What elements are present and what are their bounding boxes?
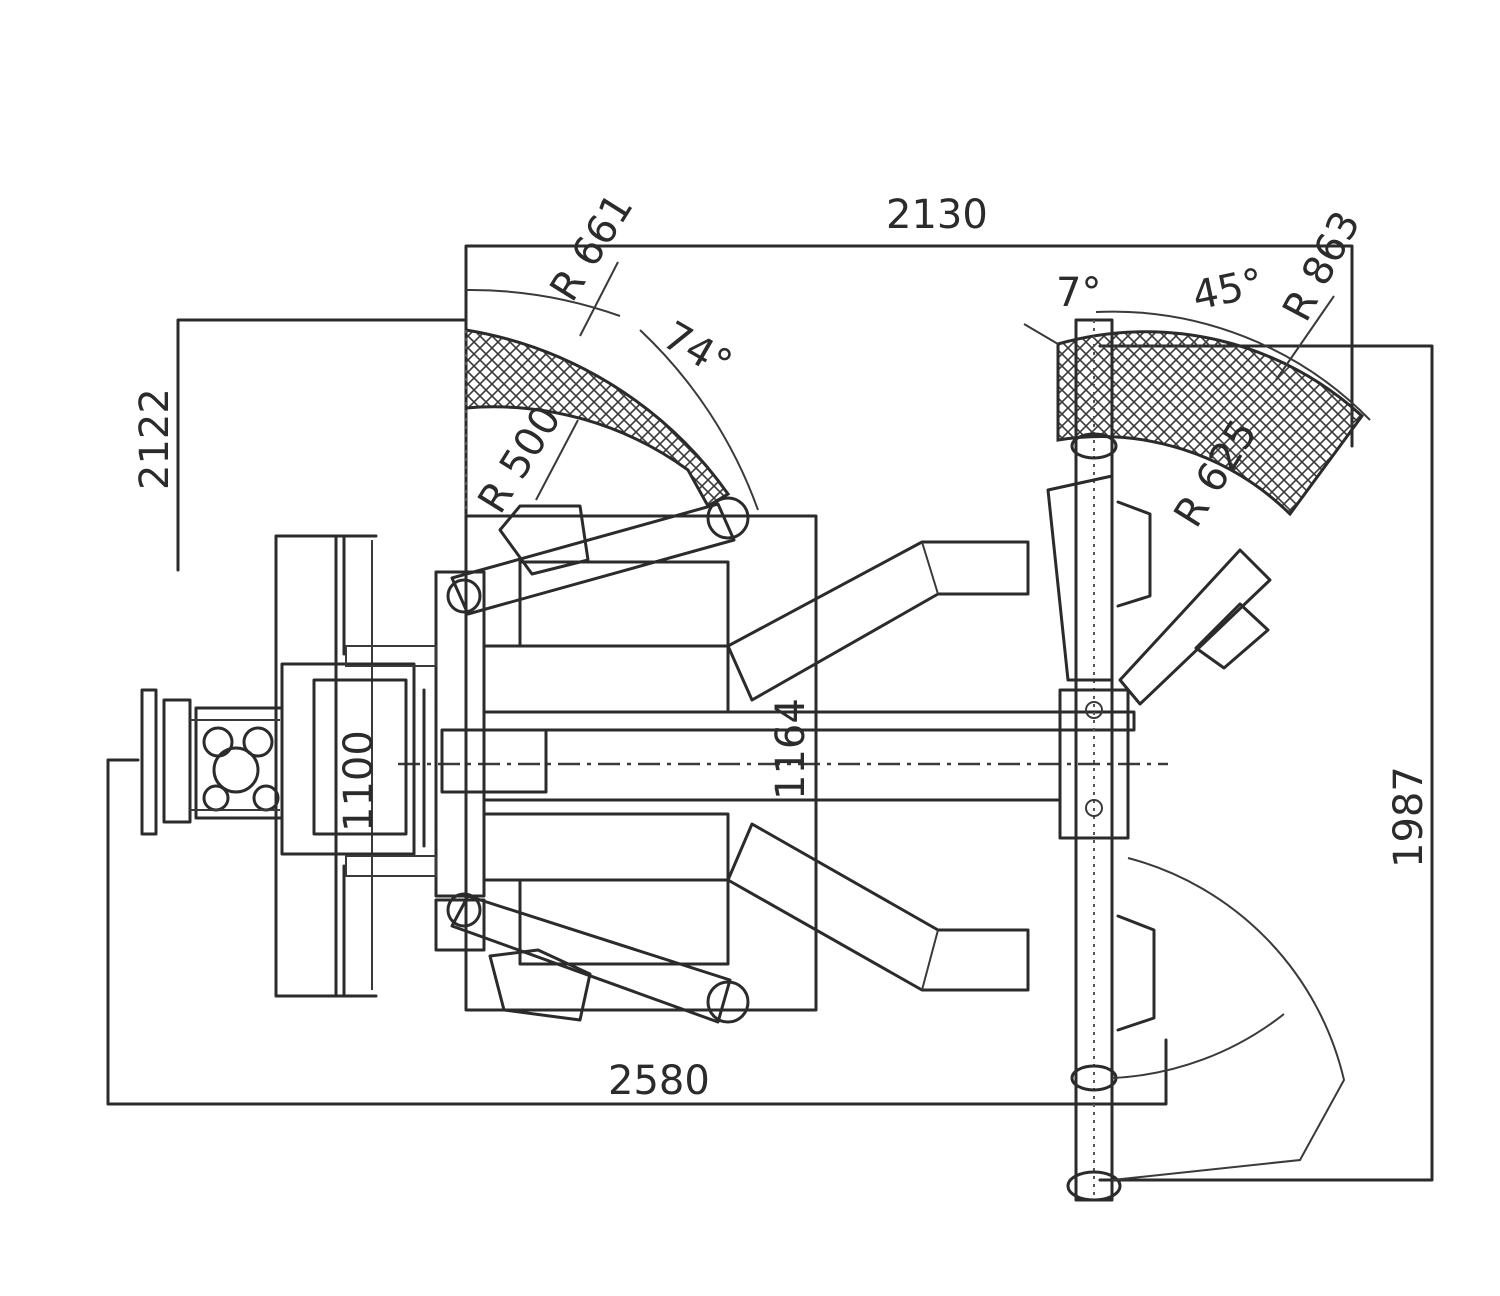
dim-1987: 1987 [1386, 766, 1432, 868]
dimension-labels: 2130 2580 2122 1987 1100 1164 R 661 R 50… [132, 186, 1432, 1104]
angle-45-label: 45° [1189, 260, 1268, 320]
right-side-view [1023, 295, 1371, 1202]
left-swing-zone [464, 261, 759, 520]
radius-500-label: R 500 [469, 398, 570, 521]
cylinders [446, 496, 750, 1024]
main-frame [140, 514, 1136, 1012]
dim-2580: 2580 [608, 1058, 710, 1104]
dim-1100: 1100 [336, 730, 382, 832]
radius-661-label: R 661 [541, 186, 642, 309]
dim-2122: 2122 [132, 388, 178, 490]
angle-74-label: 74° [655, 313, 739, 388]
dim-1164: 1164 [768, 698, 814, 800]
folding-arms [726, 540, 1030, 992]
radius-863-label: R 863 [1274, 204, 1369, 329]
dim-2130: 2130 [886, 192, 988, 238]
angle-7-label: 7° [1056, 270, 1101, 316]
